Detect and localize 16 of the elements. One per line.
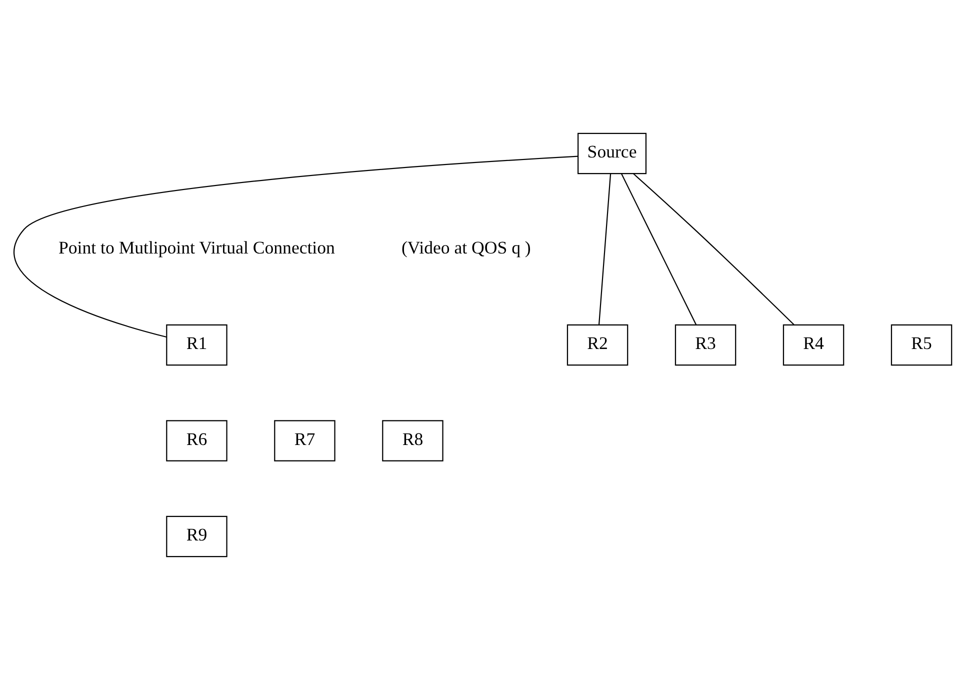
- node-box: R1: [166, 324, 228, 366]
- node-box: R6: [166, 420, 228, 462]
- node-box: R9: [166, 516, 228, 558]
- node-box: R4: [782, 324, 844, 366]
- node-box: R3: [674, 324, 736, 366]
- node-box: Source: [578, 132, 647, 174]
- node-box: R8: [382, 420, 444, 462]
- connector: [633, 173, 794, 326]
- node-box: R7: [274, 420, 336, 462]
- connector: [621, 174, 697, 326]
- connector: [598, 174, 612, 325]
- connector: [14, 156, 578, 338]
- label: (Video at QOS q ): [401, 237, 531, 258]
- label: Point to Mutlipoint Virtual Connection: [58, 237, 335, 258]
- node-box: R2: [566, 324, 628, 366]
- node-box: R5: [890, 324, 952, 366]
